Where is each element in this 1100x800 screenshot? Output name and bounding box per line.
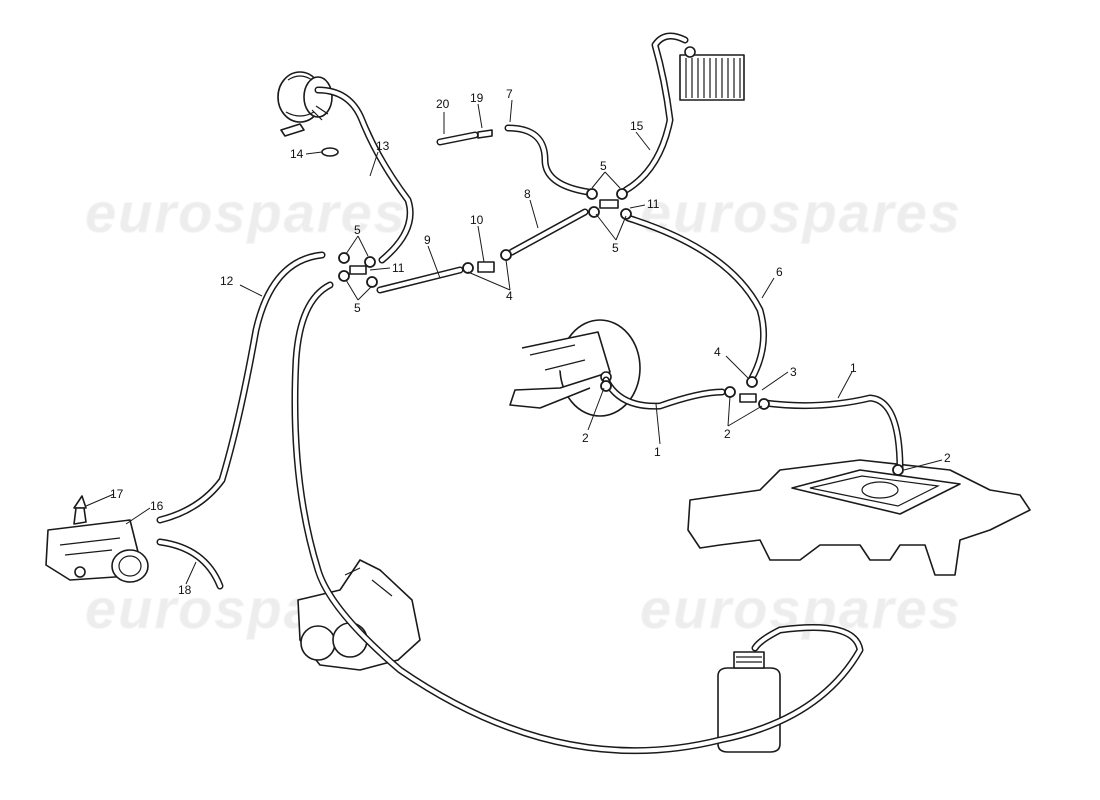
callout-2-right: 2 <box>944 451 951 465</box>
callout-16: 16 <box>150 499 164 513</box>
watermark-top-right: eurospares <box>640 181 962 244</box>
callout-1-right: 1 <box>850 361 857 375</box>
callout-13: 13 <box>376 139 390 153</box>
callout-4-left: 4 <box>506 289 513 303</box>
callout-3: 3 <box>790 365 797 379</box>
callout-5-left-bottom: 5 <box>354 301 361 315</box>
vacuum-canister <box>277 71 333 137</box>
callout-5-right: 5 <box>612 241 619 255</box>
callout-6: 6 <box>776 265 783 279</box>
callout-8: 8 <box>524 187 531 201</box>
callout-1-left: 1 <box>654 445 661 459</box>
callout-15: 15 <box>630 119 644 133</box>
hoses <box>156 32 904 755</box>
callout-7: 7 <box>506 87 513 101</box>
callout-14: 14 <box>290 147 304 161</box>
callout-10: 10 <box>470 213 484 227</box>
callout-5-top: 5 <box>600 159 607 173</box>
callout-2-middle: 2 <box>724 427 731 441</box>
grommet <box>321 147 339 157</box>
callout-20: 20 <box>436 97 450 111</box>
leader-lines <box>85 99 943 585</box>
callout-11-left: 11 <box>392 261 405 275</box>
callout-2-left: 2 <box>582 431 589 445</box>
intake-manifold <box>687 459 1031 576</box>
brake-booster <box>509 319 641 417</box>
solenoid-valve <box>45 495 149 583</box>
watermarks: eurospares eurospares eurospares eurospa… <box>85 181 962 641</box>
callout-11-right: 11 <box>647 197 660 211</box>
throttle-body <box>297 559 421 671</box>
heat-exchanger <box>679 46 745 101</box>
callout-12: 12 <box>220 274 234 288</box>
watermark-top-left: eurospares <box>85 181 407 244</box>
callout-5-left-top: 5 <box>354 223 361 237</box>
callout-4-right: 4 <box>714 345 721 359</box>
callout-17: 17 <box>110 487 124 501</box>
callout-9: 9 <box>424 233 431 247</box>
callout-18: 18 <box>178 583 192 597</box>
callout-19: 19 <box>470 91 484 105</box>
callouts: 20 19 7 15 5 11 5 8 10 9 4 5 11 5 12 13 … <box>110 87 951 597</box>
clamps <box>338 129 904 476</box>
